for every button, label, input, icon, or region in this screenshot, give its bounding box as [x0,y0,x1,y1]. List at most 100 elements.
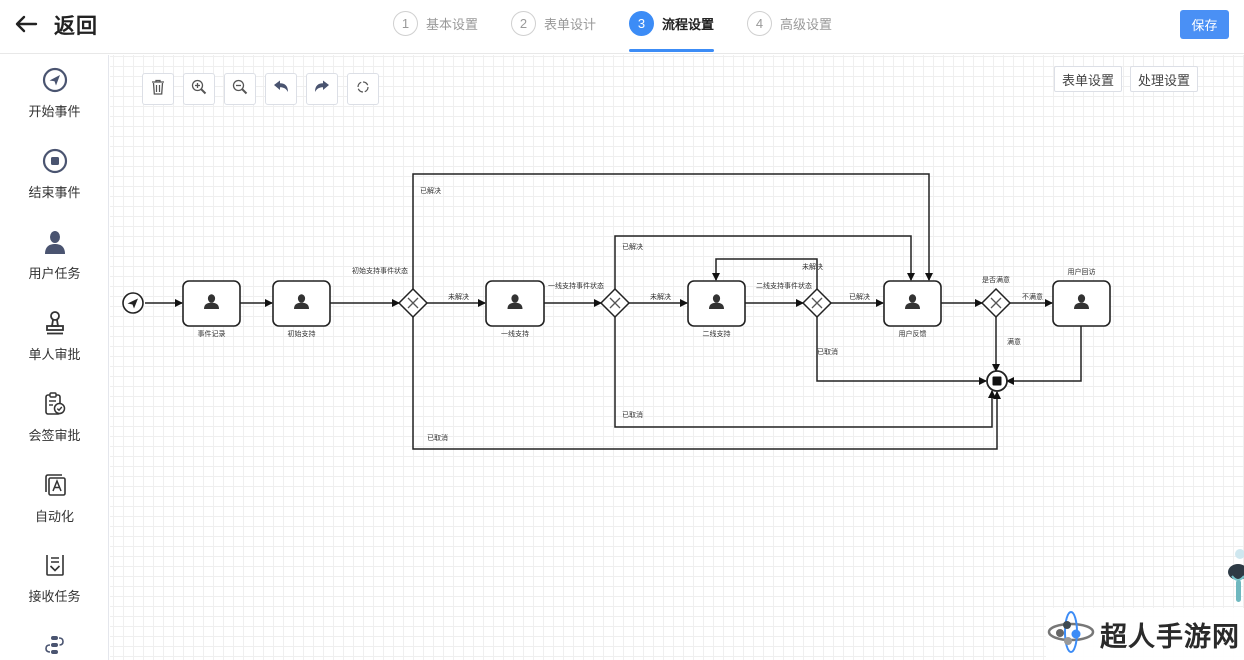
back-label: 返回 [54,15,98,38]
edge-label: 已解决 [420,186,441,195]
task-node-t3 [485,280,545,327]
edge-label: 未解决 [802,262,823,271]
node-label: 一线支持事件状态 [548,281,604,290]
undo-button[interactable] [265,73,297,105]
task-node-t1 [182,280,241,327]
node-label: 二线支持事件状态 [756,281,812,290]
redo-icon [314,80,330,99]
step-label: 基本设置 [426,16,479,32]
palette-label: 开始事件 [28,104,81,119]
step-number: 2 [511,10,537,36]
palette-label: 用户任务 [28,266,81,281]
edge-g1-t5 [412,173,933,289]
delete-button[interactable] [142,73,174,105]
node-label: 用户反馈 [899,329,927,338]
edge-g3-t4 [712,258,818,289]
edge-g2-end [614,317,996,428]
edge-label: 不满意 [1022,292,1043,301]
edge-label: 已解决 [622,242,643,251]
form-settings-button[interactable]: 表单设置 [1054,66,1123,92]
watermark-text: 超人手游网 [1100,621,1240,652]
mascot-image [1226,548,1244,606]
node-label: 二线支持 [703,329,731,338]
bpmn-diagram: 事件记录 初始支持 初始支持事件状态 一线支持 一线支持事件状态 二线支持 二线… [122,173,1111,450]
step-tab-advanced[interactable]: 4 高级设置 [747,0,832,46]
process-settings-button[interactable]: 处理设置 [1130,66,1199,92]
inbox-receive-icon [42,552,68,578]
palette-item-single-approval[interactable]: 单人审批 [0,310,108,363]
palette-item-automation[interactable]: 自动化 [0,472,108,525]
node-label: 初始支持事件状态 [352,266,408,275]
back-button[interactable]: 返回 [14,10,98,40]
palette-label: 单人审批 [28,347,81,362]
zoom-in-button[interactable] [183,73,215,105]
edge-g3-end [816,317,987,385]
step-tab-form-design[interactable]: 2 表单设计 [511,0,596,46]
step-label: 流程设置 [662,16,715,32]
node-label: 初始支持 [288,329,316,338]
trash-icon [151,79,165,100]
gateway-node-g2 [599,287,631,319]
top-header: 返回 1 基本设置 2 表单设计 3 流程设置 4 高级设置 保存 [0,0,1244,54]
clipboard-check-icon [42,391,68,417]
edge-g2-t5 [614,235,915,289]
palette-item-start-event[interactable]: 开始事件 [0,67,108,120]
edge-label: 已取消 [427,433,448,442]
arrow-left-icon [14,10,44,40]
palette-item-receive-task[interactable]: 接收任务 [0,552,108,605]
flow-loop-icon [42,633,68,659]
palette-label: 接收任务 [28,589,81,604]
auto-layers-icon [42,472,68,498]
task-node-t5 [883,280,942,327]
palette-item-loop[interactable] [0,633,108,660]
end-event-node [986,370,1008,392]
node-label: 事件记录 [198,329,226,338]
task-node-t6 [1052,280,1111,327]
redo-button[interactable] [306,73,338,105]
undo-icon [273,80,289,99]
zoom-in-icon [191,79,207,100]
edge-t6-end [1006,326,1082,385]
zoom-out-button[interactable] [224,73,256,105]
atom-logo-icon [1046,609,1096,660]
gateway-node-g3 [801,287,833,319]
refresh-icon [356,80,370,99]
gateway-node-g4 [980,287,1012,319]
palette-label: 自动化 [34,509,74,524]
step-tabs: 1 基本设置 2 表单设计 3 流程设置 4 高级设置 [393,0,865,54]
edge-label: 已取消 [817,347,838,356]
task-node-t4 [687,280,746,327]
element-palette: 开始事件 结束事件 用户任务 单人审批 会签审批 自动化 接收任务 [0,55,109,660]
edge-label: 未解决 [650,292,671,301]
palette-label: 结束事件 [28,185,81,200]
save-button[interactable]: 保存 [1180,10,1229,39]
palette-item-user-task[interactable]: 用户任务 [0,229,108,282]
edge-label: 未解决 [448,292,469,301]
node-label: 是否满意 [982,275,1010,284]
step-number: 4 [747,10,773,36]
palette-item-end-event[interactable]: 结束事件 [0,148,108,201]
diagram-canvas[interactable]: 表单设置 处理设置 [110,55,1244,660]
watermark: 超人手游网 [1046,608,1244,660]
edge-g1-end [412,317,1001,450]
task-node-t2 [272,280,331,327]
stamp-icon [42,310,68,336]
step-label: 表单设计 [544,16,597,32]
zoom-out-icon [232,79,248,100]
reset-button[interactable] [347,73,379,105]
step-number: 3 [629,10,655,36]
step-tab-basic[interactable]: 1 基本设置 [393,0,478,46]
user-icon [42,229,68,255]
gateway-node-g1 [397,287,429,319]
edge-label: 满意 [1007,337,1021,346]
edge-label: 已解决 [849,292,870,301]
node-label: 用户回访 [1068,267,1096,276]
step-number: 1 [393,10,418,36]
palette-label: 会签审批 [28,428,81,443]
step-label: 高级设置 [780,16,833,32]
paper-plane-circle-icon [42,67,68,93]
step-tab-process-settings[interactable]: 3 流程设置 [629,0,715,52]
palette-item-countersign-approval[interactable]: 会签审批 [0,391,108,444]
node-label: 一线支持 [501,329,529,338]
edge-label: 已取消 [622,410,643,419]
